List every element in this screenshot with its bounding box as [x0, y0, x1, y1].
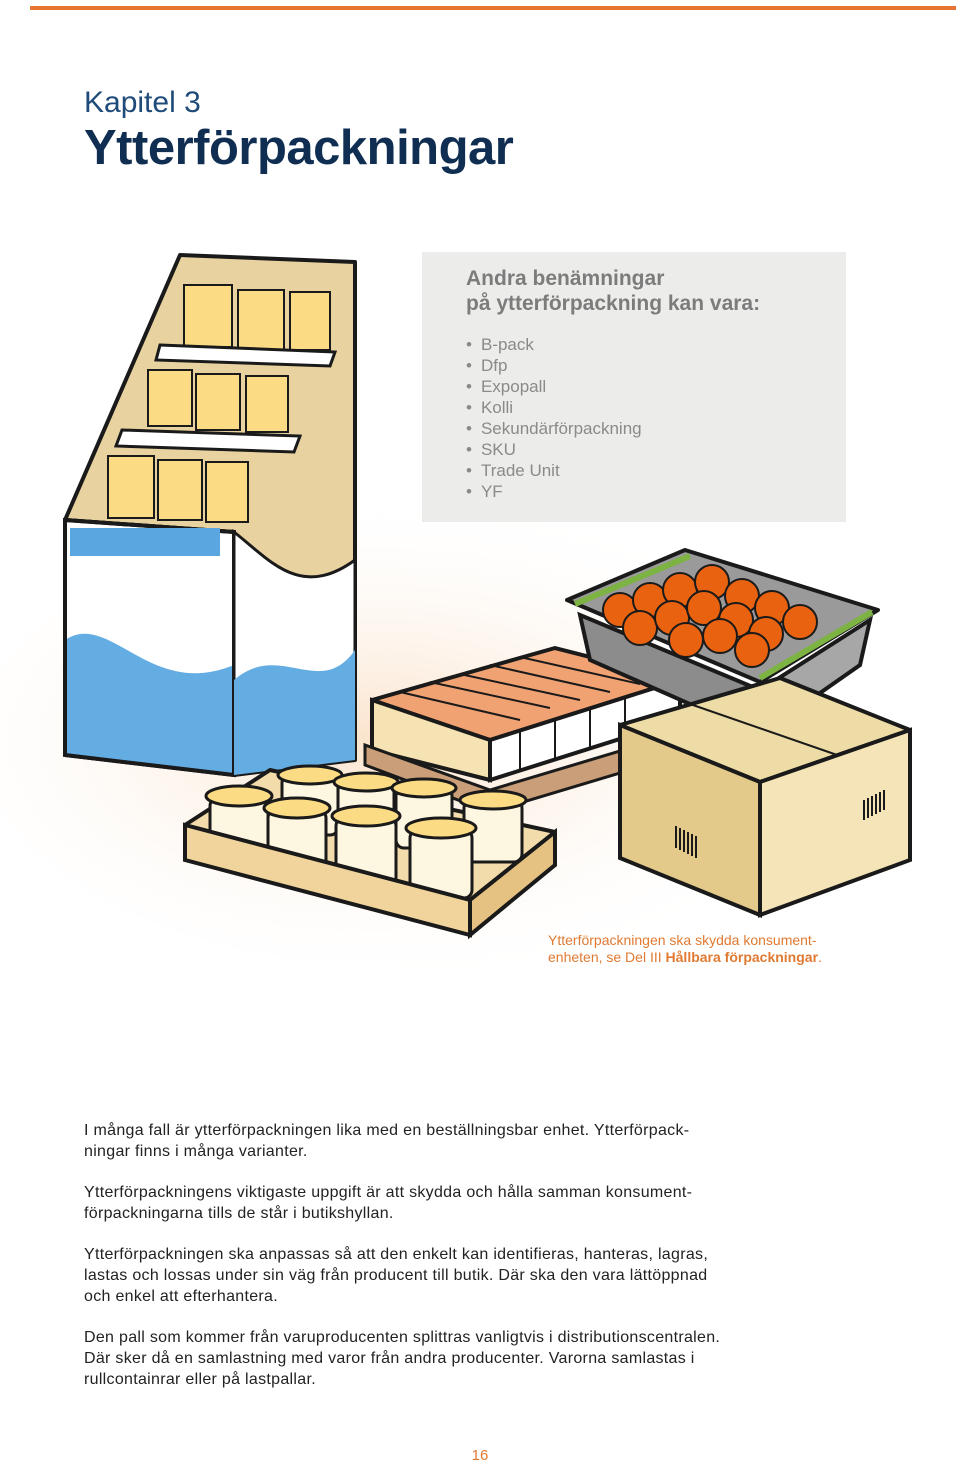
caption-reference-link: Hållbara förpackningar	[665, 949, 819, 965]
caption-line2-suffix: .	[818, 949, 822, 965]
list-item: Kolli	[466, 397, 642, 418]
alternative-names-heading-line1: Andra benämningar	[466, 267, 665, 290]
caption-line1: Ytterförpackningen ska skydda konsument-	[548, 932, 817, 948]
caption-line2-prefix: enheten, se Del III	[548, 949, 666, 965]
packaging-illustration	[0, 253, 912, 970]
jar-tray-icon	[183, 764, 557, 940]
illustration-caption: Ytterförpackningen ska skydda konsument-…	[548, 932, 908, 966]
chapter-label: Kapitel 3	[84, 86, 201, 119]
paragraph-line: Ytterförpackningen ska anpassas så att d…	[84, 1246, 709, 1263]
chapter-title: Ytterförpackningar	[84, 121, 514, 175]
paragraph-line: Ytterförpackningens viktigaste uppgift ä…	[84, 1184, 693, 1201]
caption-line2: enheten, se Del III Hållbara förpackning…	[548, 949, 908, 966]
paragraph-line: Den pall som kommer från varuproducenten…	[84, 1329, 721, 1346]
paragraph: Den pall som kommer från varuproducenten…	[84, 1327, 884, 1390]
paragraph-line: ningar finns i många varianter.	[84, 1143, 308, 1160]
top-rule	[30, 6, 956, 10]
alternative-names-heading: Andra benämningar på ytterförpackning ka…	[466, 266, 760, 316]
list-item: Expopall	[466, 376, 642, 397]
paragraph: I många fall är ytterförpackningen lika …	[84, 1120, 884, 1162]
cardboard-box-icon	[618, 676, 912, 918]
display-box-icon	[63, 253, 357, 778]
paragraph-line: rullcontainrar eller på lastpallar.	[84, 1371, 316, 1388]
paragraph: Ytterförpackningen ska anpassas så att d…	[84, 1244, 884, 1307]
list-item: YF	[466, 481, 642, 502]
list-item: Sekundärförpackning	[466, 418, 642, 439]
paragraph-line: förpackningarna tills de står i butikshy…	[84, 1205, 394, 1222]
alternative-names-list: B-pack Dfp Expopall Kolli Sekundärförpac…	[466, 334, 642, 502]
paragraph-line: lastas och lossas under sin väg från pro…	[84, 1267, 708, 1284]
paragraph: Ytterförpackningens viktigaste uppgift ä…	[84, 1182, 884, 1224]
body-text: I många fall är ytterförpackningen lika …	[84, 1120, 884, 1410]
list-item: Dfp	[466, 355, 642, 376]
paragraph-line: I många fall är ytterförpackningen lika …	[84, 1122, 690, 1139]
alternative-names-heading-line2: på ytterförpackning kan vara:	[466, 292, 761, 315]
paragraph-line: Där sker då en samlastning med varor frå…	[84, 1350, 695, 1367]
page-number: 16	[471, 1447, 489, 1464]
paragraph-line: och enkel att efterhantera.	[84, 1288, 278, 1305]
list-item: Trade Unit	[466, 460, 642, 481]
list-item: B-pack	[466, 334, 642, 355]
list-item: SKU	[466, 439, 642, 460]
